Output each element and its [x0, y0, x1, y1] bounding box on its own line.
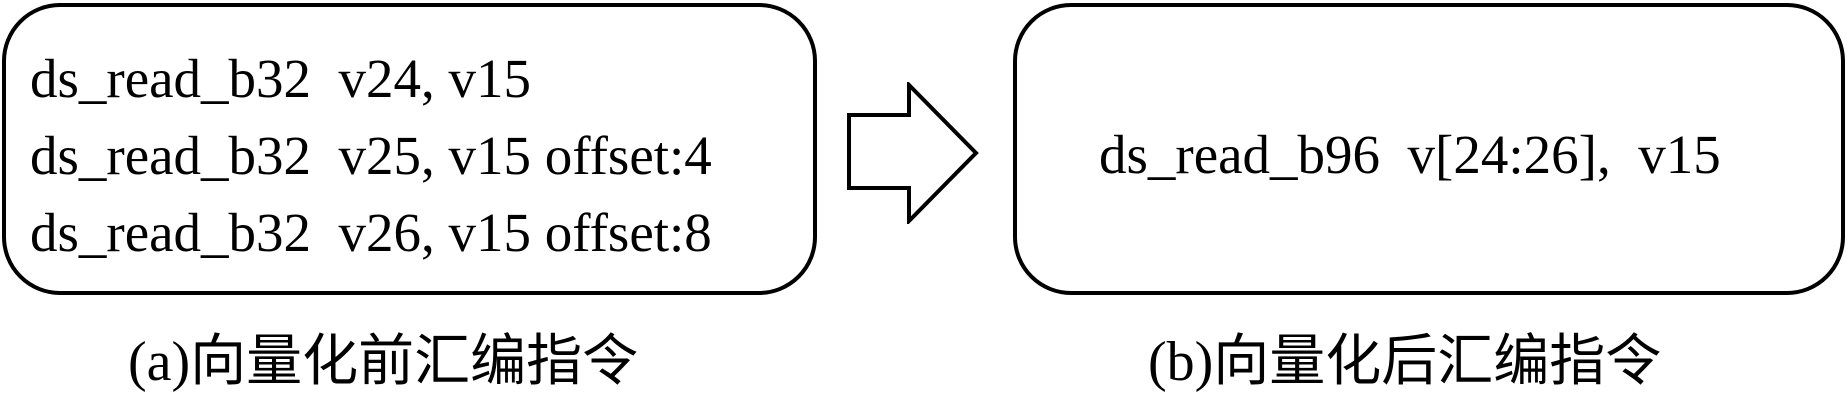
before-instruction-1: ds_read_b32 v24, v15: [30, 48, 532, 109]
before-instruction-3: ds_read_b32 v26, v15 offset:8: [30, 202, 712, 263]
after-vectorization-box: ds_read_b96 v[24:26], v15: [1013, 3, 1845, 295]
after-caption: (b)向量化后汇编指令: [1148, 331, 1662, 393]
after-instruction: ds_read_b96 v[24:26], v15: [1099, 124, 1721, 185]
before-vectorization-box: ds_read_b32 v24, v15 ds_read_b32 v25, v1…: [2, 3, 817, 295]
before-instruction-2: ds_read_b32 v25, v15 offset:4: [30, 125, 712, 186]
right-arrow-icon: [847, 82, 979, 224]
before-caption: (a)向量化前汇编指令: [128, 331, 639, 393]
